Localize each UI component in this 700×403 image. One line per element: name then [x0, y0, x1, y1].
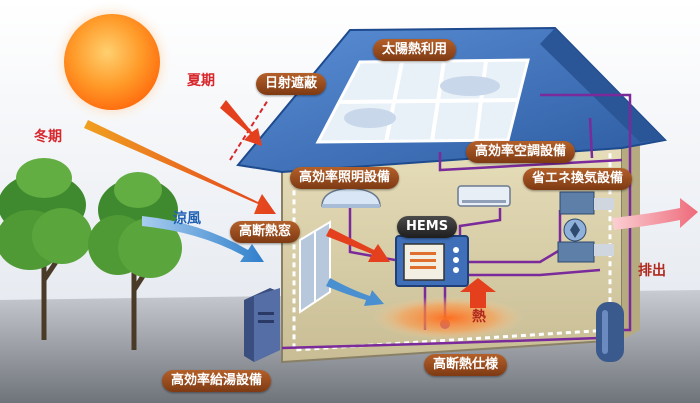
sun-icon	[50, 0, 174, 124]
window-icon	[299, 220, 331, 314]
breeze-interior-arrow	[326, 278, 384, 306]
hvac-label: 高効率空調設備	[466, 141, 576, 163]
insulated-window-label: 高断熱窓	[230, 221, 301, 243]
water-heater-icon	[244, 288, 280, 362]
heat-label: 熱	[472, 309, 486, 325]
solar-shading-label: 日射遮蔽	[256, 73, 327, 95]
heat-up-arrow	[460, 278, 496, 308]
tree-icon	[0, 158, 92, 340]
winter-sun-arrow	[84, 120, 276, 214]
hems-label: HEMS	[397, 216, 458, 238]
tank-icon	[596, 302, 624, 362]
exhaust-label: 排出	[638, 263, 666, 279]
ventilation-label: 省エネ換気設備	[523, 168, 633, 190]
water-heater-label: 高効率給湯設備	[162, 370, 272, 392]
insulation-spec-label: 高断熱仕様	[424, 354, 508, 376]
ventilation-fan-icon	[557, 191, 614, 263]
solar-heat-use-label: 太陽熱利用	[373, 39, 457, 61]
winter-label: 冬期	[34, 129, 62, 145]
cool-breeze-label: 涼風	[173, 211, 201, 227]
summer-label: 夏期	[187, 73, 215, 89]
solar-panel-icon	[315, 58, 530, 144]
breeze-arrow	[142, 216, 264, 262]
exhaust-arrow	[612, 198, 698, 230]
air-conditioner-icon	[457, 185, 511, 207]
floor-heat-glow	[372, 296, 524, 340]
summer-sun-arrow	[220, 100, 262, 146]
lighting-label: 高効率照明設備	[290, 167, 400, 189]
interior-sun-arrow	[326, 228, 390, 262]
hems-monitor-icon	[395, 235, 469, 287]
